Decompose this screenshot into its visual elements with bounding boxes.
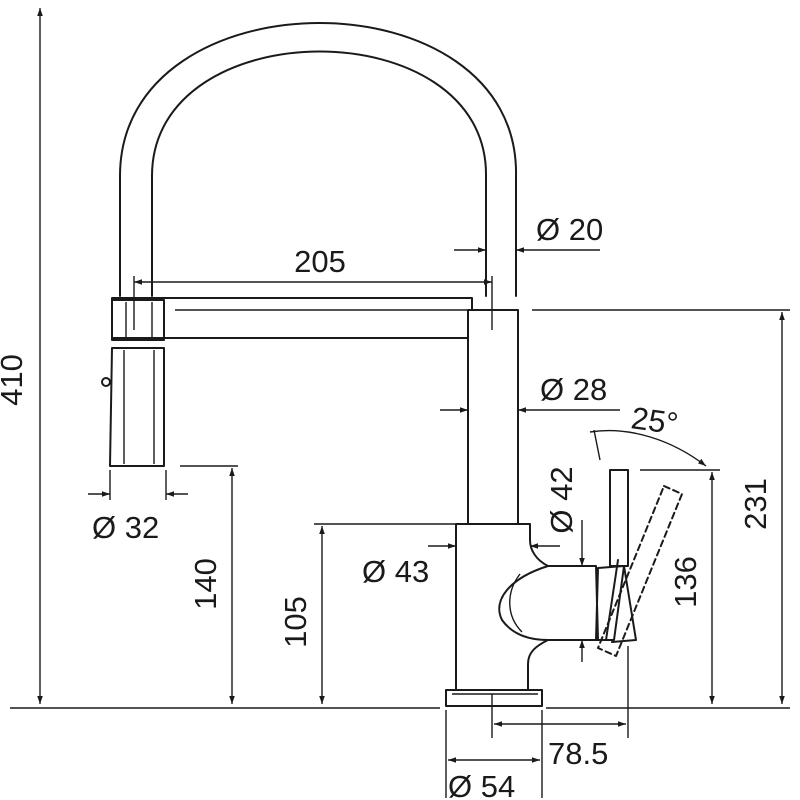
faucet-body [467,309,519,525]
label-body-diameter: Ø 28 [540,372,607,407]
faucet-base [445,689,543,707]
label-spray-head-diameter: Ø 32 [92,510,159,545]
label-spout-height: 231 [738,478,773,530]
label-spout-base-height: 105 [278,596,313,648]
spray-head [109,347,165,467]
lever [609,469,629,567]
extension-lines [10,309,790,798]
dimension-lines [37,8,785,763]
spray-head-top [111,299,165,341]
faucet-outline [101,22,683,707]
label-lever-offset: 78.5 [548,736,608,771]
label-total-height: 410 [0,354,29,406]
dimension-labels: 410 205 Ø 20 Ø 28 25° Ø 42 Ø 32 140 Ø 43… [0,212,773,800]
label-handle-diameter: Ø 42 [544,466,579,533]
label-lever-angle: 25° [629,400,680,441]
label-spray-head-height: 140 [188,558,223,610]
lever-tilted [597,485,683,657]
label-base-diameter: Ø 54 [448,769,515,800]
spout-tube-inner [151,50,488,297]
handle-housing [455,523,599,691]
spray-button-icon [101,377,111,387]
spout-tube-outer [119,22,518,297]
spout-arm [111,297,473,339]
label-base-diameter-upper: Ø 43 [362,554,429,589]
label-spout-reach: 205 [294,244,346,279]
label-lever-height: 136 [668,556,703,608]
label-spout-tube-diameter: Ø 20 [536,212,603,247]
